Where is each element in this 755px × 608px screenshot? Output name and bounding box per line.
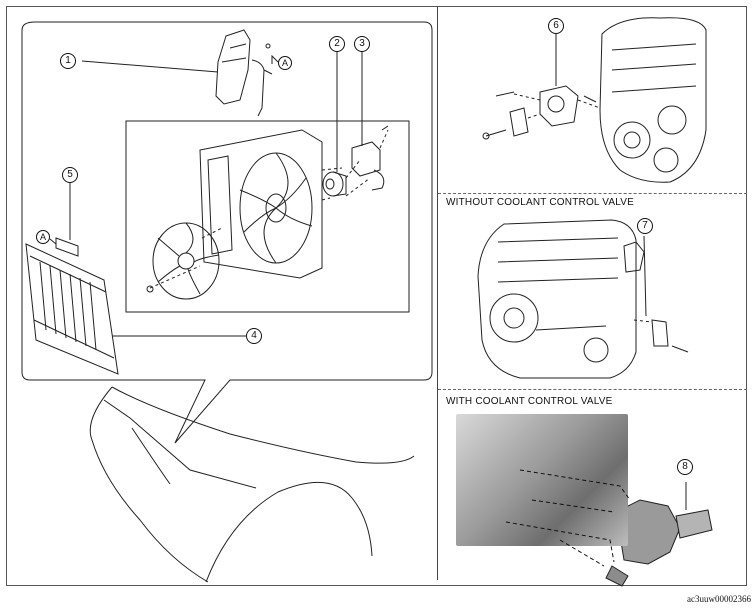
section-label-without-valve: WITHOUT COOLANT CONTROL VALVE [446,197,635,208]
fan-assembly-box [125,120,410,313]
vertical-divider [437,6,438,580]
control-module-drawing [351,125,389,191]
section-divider-1 [438,193,747,194]
callout-4: 4 [246,328,262,344]
coolant-control-valve-drawing [605,482,713,587]
callout-1: 1 [60,53,76,69]
reservoir-tank-drawing [215,29,273,117]
fan-motor-drawing [322,171,347,197]
engine-thermostat-drawing [477,219,689,379]
fan-blade-drawing [146,222,220,300]
callout-3: 3 [354,36,370,52]
callout-7: 7 [637,218,653,234]
diagram-frame [6,6,747,586]
radiator-drawing [25,237,119,375]
reference-a-radiator: A [36,230,50,244]
engine-photo [456,414,628,546]
section-label-with-valve: WITH COOLANT CONTROL VALVE [446,396,613,407]
callout-bubble-outline [21,21,433,444]
section-divider-2 [438,389,747,390]
engine-water-pump-drawing [482,17,707,183]
car-silhouette-drawing [89,386,415,583]
figure-code: ac3uuw00002366 [687,594,751,604]
reference-a-reservoir: A [278,56,292,70]
callout-5: 5 [62,167,78,183]
callout-6: 6 [548,18,564,34]
fan-shroud-drawing [199,129,323,279]
callout-2: 2 [329,36,345,52]
callout-8: 8 [677,459,693,475]
